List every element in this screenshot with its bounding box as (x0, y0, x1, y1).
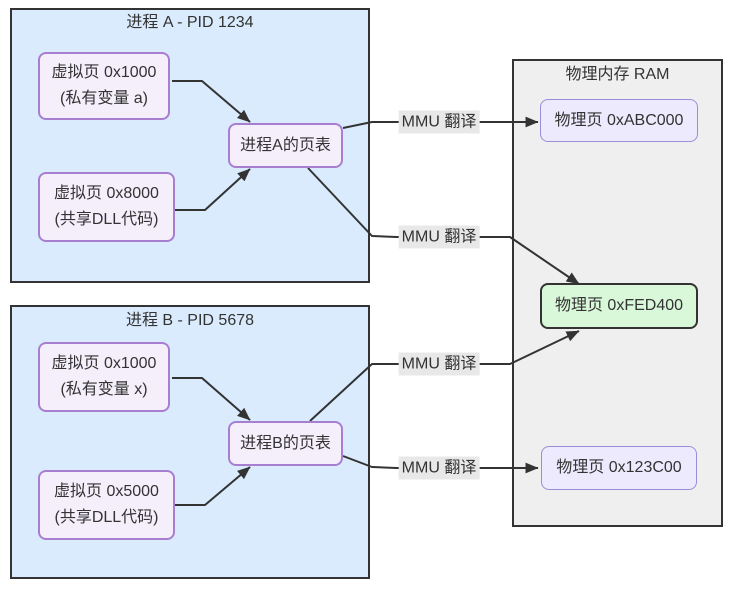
edge-a-vpage-private-to-pagetable (172, 80, 251, 123)
node-a-vpage-shared: 虚拟页 0x8000 (共享DLL代码) (38, 172, 175, 242)
node-b-vpage-private-line2: (私有变量 x) (60, 381, 148, 398)
process-a-title: 进程 A - PID 1234 (126, 14, 254, 31)
edge-label-mmu-a-private: MMU 翻译 (398, 110, 480, 134)
node-physical-fed400: 物理页 0xFED400 (540, 283, 698, 329)
node-physical-123c00: 物理页 0x123C00 (541, 446, 697, 490)
node-b-vpage-shared-line1: 虚拟页 0x5000 (54, 483, 159, 500)
edge-label-mmu-b-private: MMU 翻译 (398, 456, 480, 480)
node-physical-abc000: 物理页 0xABC000 (540, 99, 698, 142)
edge-label-mmu-a-shared: MMU 翻译 (398, 225, 480, 249)
node-b-pagetable: 进程B的页表 (228, 421, 343, 466)
node-b-vpage-shared: 虚拟页 0x5000 (共享DLL代码) (38, 470, 175, 540)
node-physical-fed400-label: 物理页 0xFED400 (554, 297, 684, 314)
node-a-vpage-private: 虚拟页 0x1000 (私有变量 a) (38, 52, 170, 120)
process-b-title: 进程 B - PID 5678 (125, 312, 255, 329)
edge-a-pagetable-to-fed400 (307, 167, 580, 285)
edge-label-mmu-b-shared: MMU 翻译 (398, 352, 480, 376)
edge-b-vpage-private-to-pagetable (172, 377, 251, 421)
edge-a-pagetable-to-abc000 (342, 116, 539, 129)
node-b-pagetable-label: 进程B的页表 (240, 434, 331, 452)
ram-title: 物理内存 RAM (565, 66, 670, 83)
edge-a-vpage-shared-to-pagetable (175, 168, 251, 211)
node-a-pagetable: 进程A的页表 (228, 123, 343, 168)
node-b-vpage-shared-line2: (共享DLL代码) (54, 509, 159, 526)
node-physical-123c00-label: 物理页 0x123C00 (556, 459, 682, 476)
edge-b-vpage-shared-to-pagetable (175, 466, 251, 506)
node-a-vpage-shared-line1: 虚拟页 0x8000 (54, 185, 159, 202)
node-physical-abc000-label: 物理页 0xABC000 (554, 111, 684, 129)
edge-b-pagetable-to-fed400 (309, 330, 580, 422)
node-b-vpage-private-line1: 虚拟页 0x1000 (51, 355, 157, 372)
node-a-pagetable-label: 进程A的页表 (240, 136, 331, 154)
node-a-vpage-private-line2: (私有变量 a) (59, 90, 148, 107)
node-a-vpage-shared-line2: (共享DLL代码) (54, 211, 159, 228)
node-a-vpage-private-line1: 虚拟页 0x1000 (51, 64, 157, 81)
node-b-vpage-private: 虚拟页 0x1000 (私有变量 x) (38, 342, 170, 412)
